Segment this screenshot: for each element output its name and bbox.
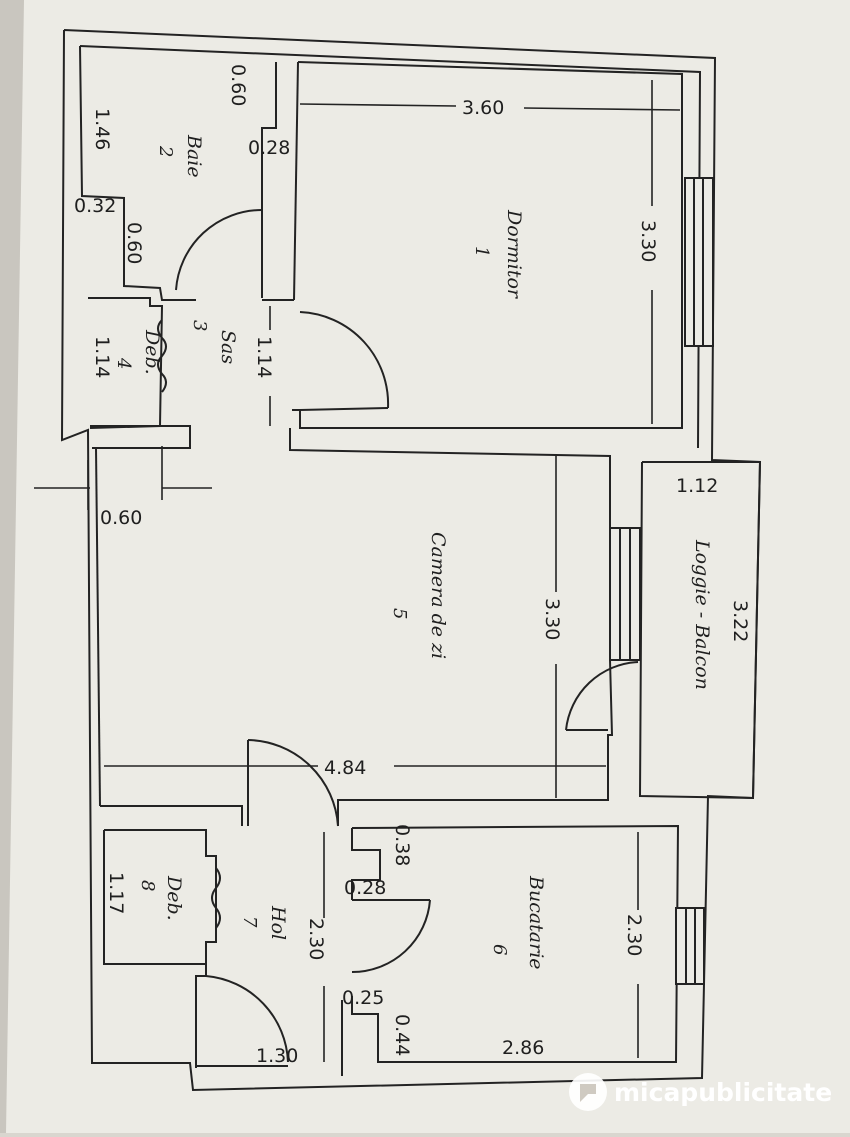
- loggie-walls: [638, 461, 762, 800]
- room-number-deb4: 4: [113, 357, 134, 369]
- dim-line-dormitor-width-a: [299, 103, 457, 107]
- dim-baie-top: 0.60: [227, 64, 249, 106]
- dormitor-walls: [292, 61, 683, 429]
- room-name-loggie: Loggie - Balcon: [691, 539, 713, 690]
- deb8-door: [211, 867, 221, 929]
- balcony-door-arc: [565, 661, 639, 731]
- dormitor-window: [684, 177, 714, 347]
- outer-wall-outline: [60, 29, 762, 1092]
- room-name-camera: Camera de zi: [427, 532, 449, 659]
- dim-bucatarie-length: 2.30: [623, 914, 645, 956]
- baie-walls: [79, 45, 196, 301]
- watermark-brand: micapublicitate: [614, 1078, 832, 1107]
- dim-hol-notch-b: 0.28: [344, 877, 386, 899]
- bucatarie-notch: [351, 828, 381, 900]
- watermark: micapublicitate: [569, 1073, 832, 1111]
- deb4-wall-south: [90, 425, 191, 449]
- room-name-deb4: Deb.: [141, 329, 163, 375]
- room-number-sas: 3: [189, 320, 210, 331]
- room-name-baie: Baie: [183, 134, 205, 178]
- dim-bucatarie-width: 2.86: [502, 1037, 544, 1059]
- dim-baie-length: 1.46: [91, 108, 113, 150]
- dim-line-dormitor-width-b: [523, 107, 681, 111]
- baie-door-arc: [175, 208, 263, 291]
- dim-camera-width: 4.84: [324, 757, 366, 779]
- entry-door-arc: [205, 975, 289, 1063]
- dim-baie-notch: 0.28: [248, 137, 290, 159]
- dim-dormitor-length: 3.30: [637, 220, 659, 262]
- dormitor-west-wall: [293, 61, 299, 301]
- dim-hol-notch-a: 0.38: [391, 824, 413, 866]
- camera-north-wall: [289, 428, 611, 530]
- dimension-lines: [34, 80, 681, 1062]
- dim-baie-bottom: 0.60: [123, 222, 145, 264]
- room-name-deb8: Deb.: [163, 875, 185, 921]
- dim-sas-width: 1.14: [253, 336, 275, 378]
- room-name-dormitor: Dormitor: [503, 209, 525, 300]
- room-number-camera: 5: [389, 608, 410, 619]
- room-area-loggie: 3.22: [729, 600, 751, 642]
- watermark-speech-icon: [580, 1084, 596, 1102]
- dimension-labels: 3.60 3.30 0.60 0.28 1.46 0.32 0.60 1.14 …: [74, 64, 659, 1067]
- dim-hol-entry: 1.30: [256, 1045, 298, 1067]
- room-number-baie: 2: [155, 145, 176, 157]
- camera-west-wall: [95, 447, 101, 807]
- room-area-deb4: 1.14: [91, 336, 113, 378]
- dim-hol-notch-c: 0.25: [342, 987, 384, 1009]
- camera-south-wall: [100, 805, 243, 826]
- loggie-depth: 1.12: [676, 475, 718, 497]
- bucatarie-walls: [351, 824, 680, 1063]
- interior-walls: [79, 45, 762, 1076]
- room-number-hol: 7: [239, 916, 260, 928]
- dim-camera-length: 3.30: [541, 598, 563, 640]
- bucatarie-door-arc: [351, 899, 431, 974]
- dim-baie-step: 0.32: [74, 195, 116, 217]
- room-number-dormitor: 1: [471, 246, 492, 257]
- deb4-door: [157, 319, 167, 393]
- dim-hol-length: 2.30: [305, 918, 327, 960]
- deb8-walls: [103, 829, 217, 965]
- bucatarie-window: [675, 907, 705, 985]
- dim-wall: 0.60: [100, 507, 142, 529]
- room-name-bucatarie: Bucatarie: [525, 875, 547, 970]
- dim-hol-notch-d: 0.44: [391, 1014, 413, 1056]
- dormitor-door-leaf: [299, 407, 389, 411]
- camera-east-wall: [337, 659, 614, 826]
- hol-west-wall: [195, 964, 207, 1068]
- room-name-sas: Sas: [217, 330, 239, 364]
- room-number-bucatarie: 6: [489, 944, 510, 955]
- room-area-deb8: 1.17: [105, 872, 127, 914]
- dim-dormitor-width: 3.60: [462, 97, 504, 119]
- room-number-deb8: 8: [137, 880, 158, 891]
- dormitor-door-arc: [299, 311, 390, 409]
- camera-window: [609, 527, 641, 661]
- room-name-hol: Hol: [267, 905, 289, 940]
- room-labels: Dormitor 1 Baie 2 Sas 3 Deb. 4 1.14 Came…: [91, 134, 751, 970]
